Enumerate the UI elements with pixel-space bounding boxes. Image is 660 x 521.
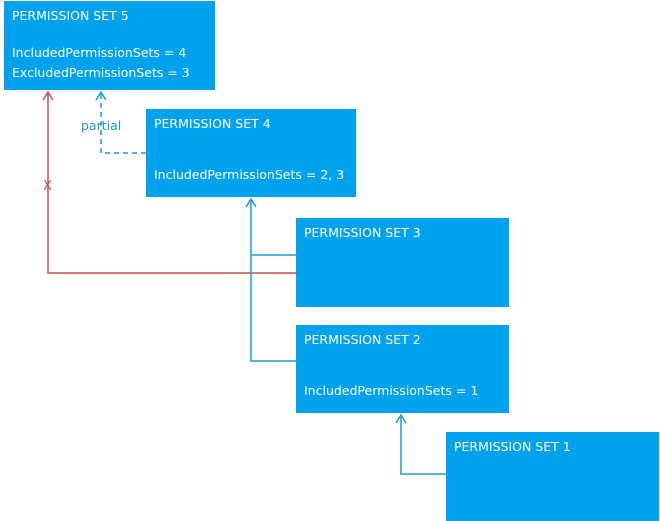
permission-set-4-included: IncludedPermissionSets = 2, 3 xyxy=(154,167,345,182)
permission-set-1-title: PERMISSION SET 1 xyxy=(454,439,571,454)
include-arrowhead-ps2 xyxy=(395,413,407,424)
permission-set-2-title: PERMISSION SET 2 xyxy=(304,332,421,347)
permission-set-4-box: PERMISSION SET 4 IncludedPermissionSets … xyxy=(146,109,356,197)
excluded-x-label: X xyxy=(43,179,52,194)
permission-set-1-box: PERMISSION SET 1 xyxy=(446,432,659,521)
include-connector-ps1-to-ps2 xyxy=(400,415,446,475)
permission-set-3-box: PERMISSION SET 3 xyxy=(296,218,509,307)
permission-set-5-box: PERMISSION SET 5 IncludedPermissionSets … xyxy=(4,1,215,90)
partial-connector-ps4-to-ps5 xyxy=(100,92,146,154)
permission-set-2-box: PERMISSION SET 2 IncludedPermissionSets … xyxy=(296,325,509,413)
permission-set-2-included: IncludedPermissionSets = 1 xyxy=(304,383,479,398)
partial-arrowhead xyxy=(95,90,107,101)
permission-set-5-included: IncludedPermissionSets = 4 xyxy=(12,45,187,60)
permission-set-4-title: PERMISSION SET 4 xyxy=(154,116,271,131)
exclude-connector-ps3-to-ps5 xyxy=(47,92,296,274)
include-arrowhead-ps4 xyxy=(245,197,257,208)
exclude-arrowhead xyxy=(42,90,54,101)
permission-set-5-title: PERMISSION SET 5 xyxy=(12,8,129,23)
partial-label: partial xyxy=(81,118,122,133)
permission-set-3-title: PERMISSION SET 3 xyxy=(304,225,421,240)
permission-set-5-excluded: ExcludedPermissionSets = 3 xyxy=(12,65,190,80)
include-connector-ps2-to-ps4 xyxy=(250,199,296,362)
